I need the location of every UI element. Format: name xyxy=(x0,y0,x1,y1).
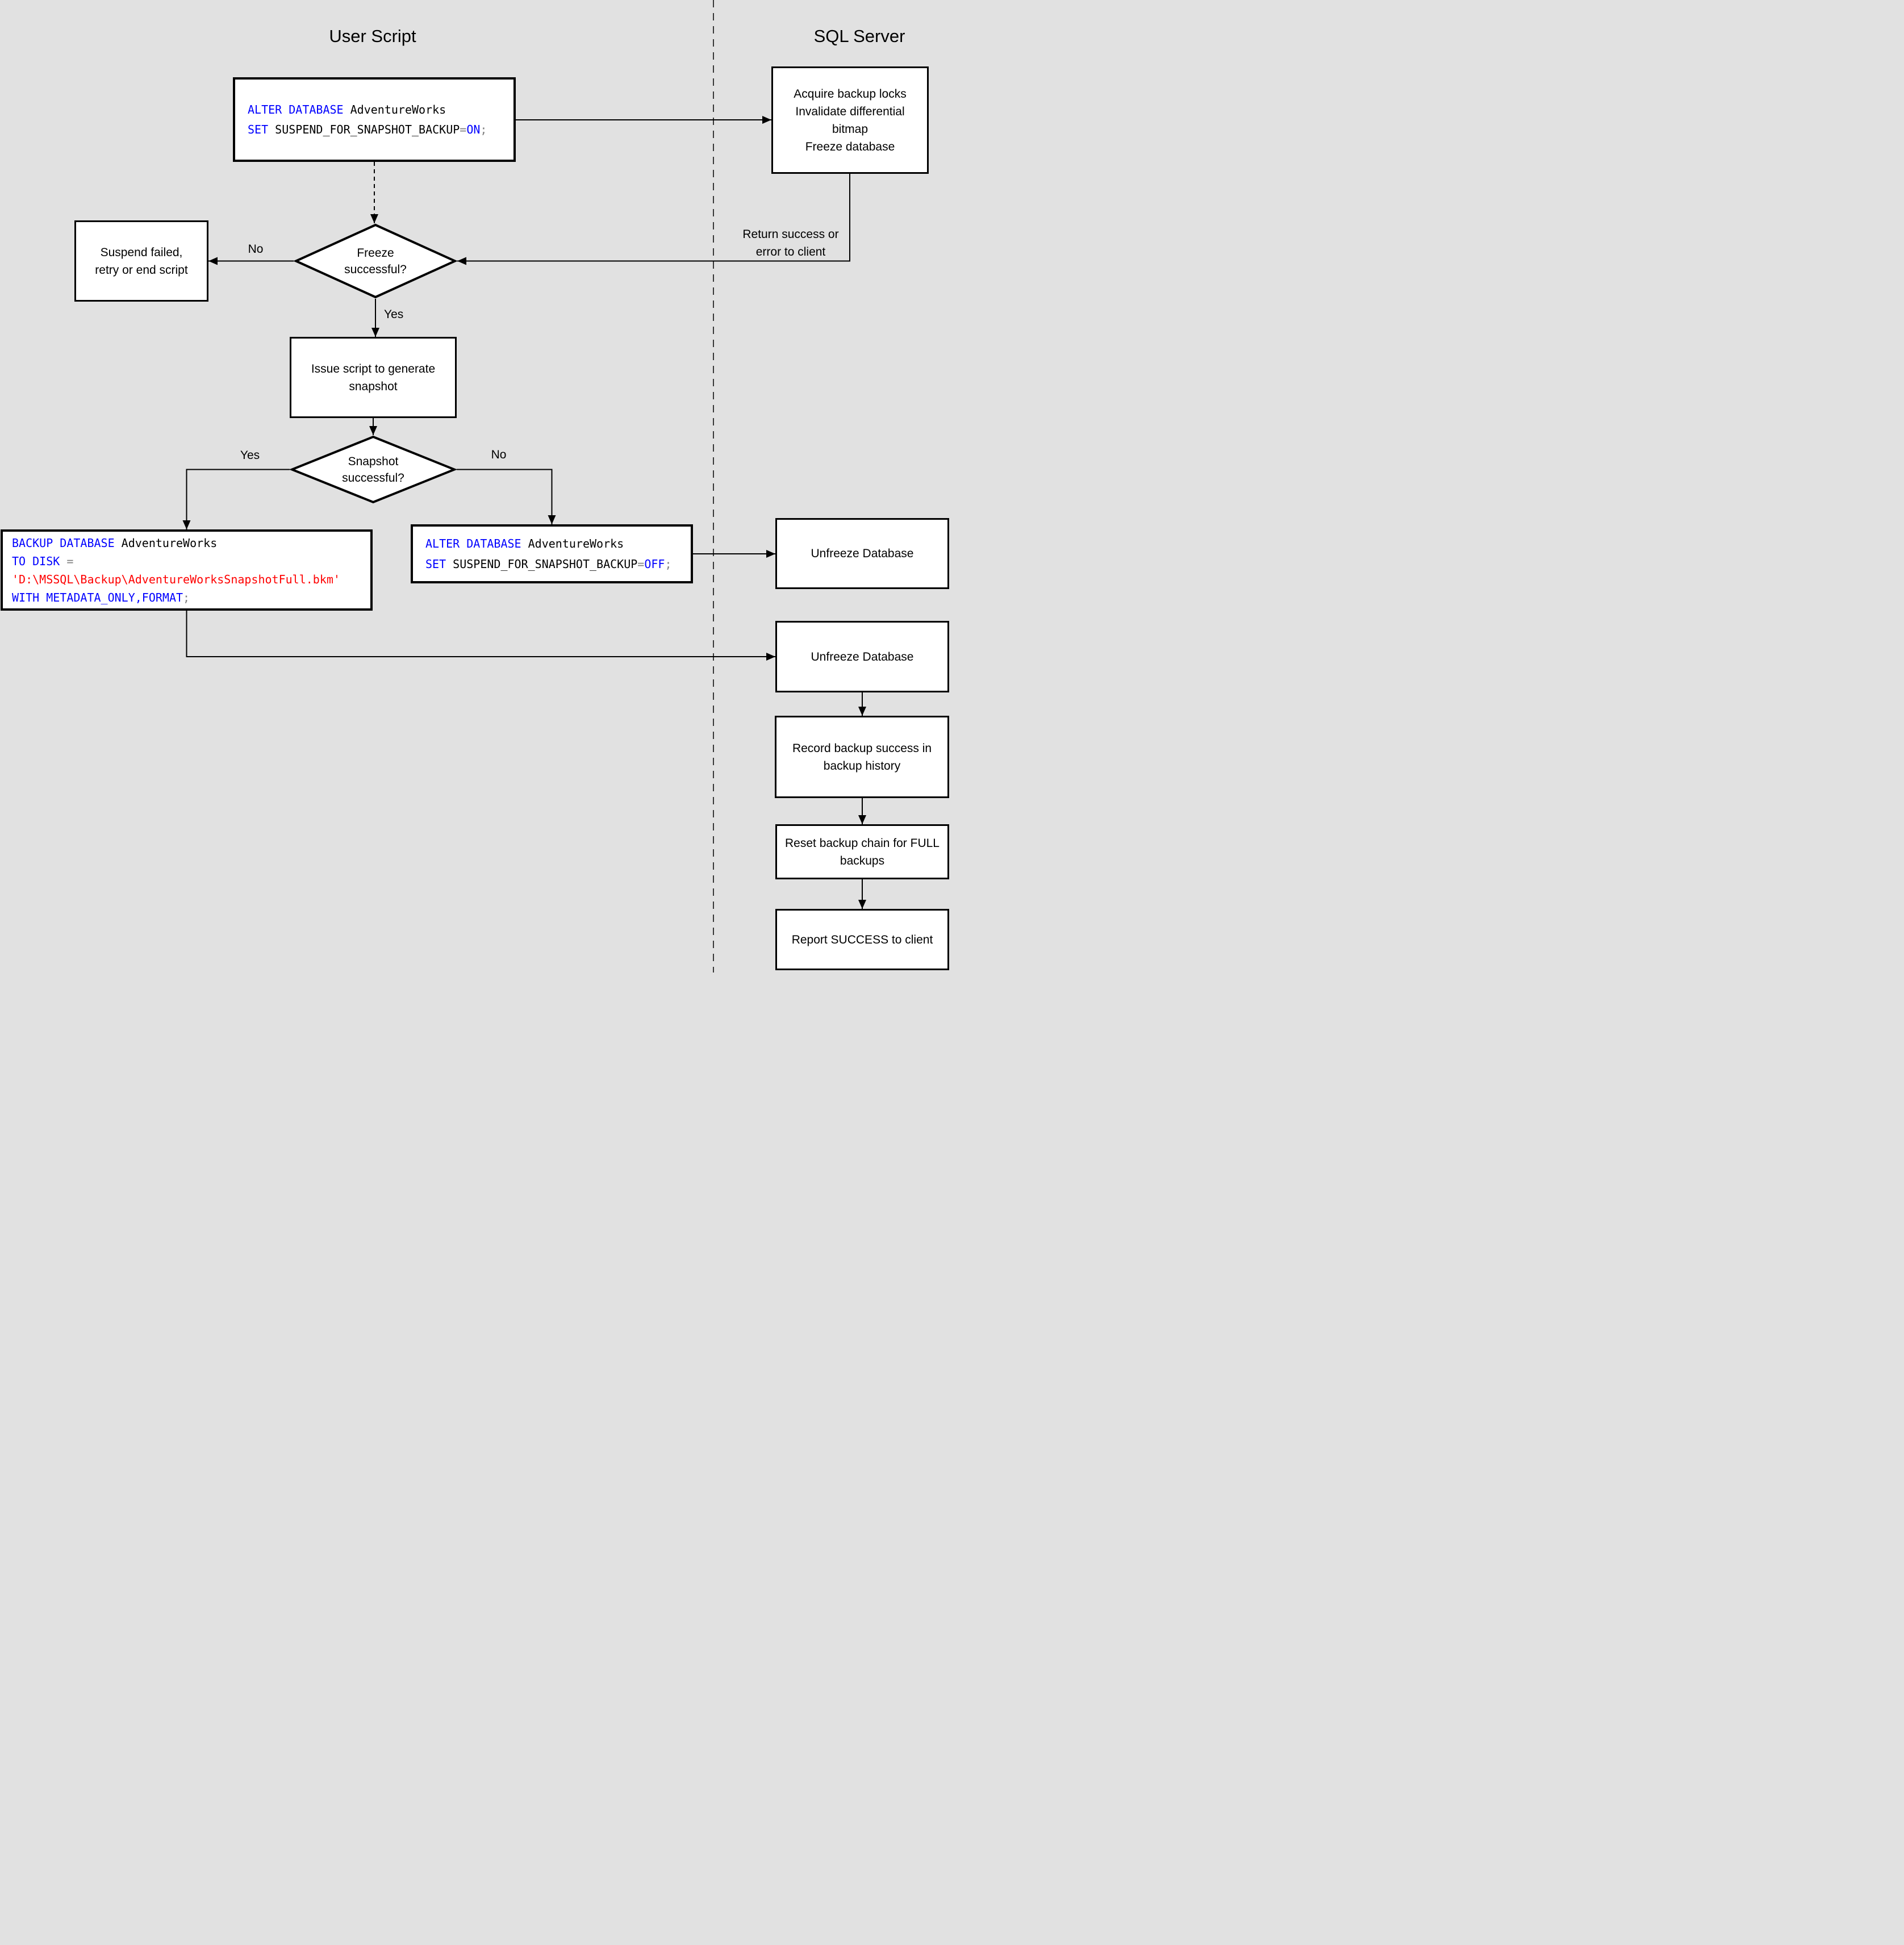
unfreeze-database-box-1: Unfreeze Database xyxy=(775,518,949,589)
decision-text-line: successful? xyxy=(342,471,404,485)
sql-keyword: WITH METADATA_ONLY,FORMAT xyxy=(12,590,183,604)
sql-keyword: ALTER DATABASE xyxy=(248,102,350,116)
sql-identifier: AdventureWorks xyxy=(528,537,624,550)
arrow-snapshot-yes-to-backup xyxy=(182,469,290,529)
sql-identifier: SUSPEND_FOR_SNAPSHOT_BACKUP xyxy=(275,122,460,136)
node-text-line: retry or end script xyxy=(95,263,188,277)
node-text-line: Reset backup chain for FULL xyxy=(785,836,940,850)
diamond-shape xyxy=(290,435,457,504)
node-text-line: Suspend failed, xyxy=(100,245,183,259)
sql-keyword: OFF xyxy=(644,557,665,571)
decision-text-line: Freeze xyxy=(357,246,394,260)
sql-operator: ; xyxy=(480,122,487,136)
flowchart-canvas: User Script SQL Server ALTER DATABASE Ad… xyxy=(0,0,952,972)
node-text-line: bitmap xyxy=(832,122,869,136)
node-text-line: backup history xyxy=(823,759,901,773)
edge-label-snapshot-no: No xyxy=(491,448,507,461)
sql-operator: ; xyxy=(183,590,190,604)
lane-title-sql-server: SQL Server xyxy=(813,26,905,46)
note-line: Return success or xyxy=(742,228,839,241)
node-text-line: Record backup success in xyxy=(792,741,932,755)
edge-label-freeze-no: No xyxy=(248,243,264,256)
sql-operator: ; xyxy=(665,557,672,571)
sql-keyword: SET xyxy=(248,122,275,136)
node-text-line: snapshot xyxy=(349,379,398,393)
connectors-layer xyxy=(182,0,866,972)
sql-keyword: SET xyxy=(425,557,453,571)
sql-operator: = xyxy=(460,122,467,136)
acquire-backup-locks-box: Acquire backup locks Invalidate differen… xyxy=(771,66,929,174)
node-text-line: Unfreeze Database xyxy=(811,547,914,560)
sql-identifier: AdventureWorks xyxy=(350,102,446,116)
lane-title-user-script: User Script xyxy=(329,26,416,46)
note-line: error to client xyxy=(755,245,826,258)
sql-operator: = xyxy=(66,554,74,568)
reset-backup-chain-box: Reset backup chain for FULL backups xyxy=(775,824,949,879)
node-text-line: Issue script to generate xyxy=(311,362,436,375)
node-text-line: Acquire backup locks xyxy=(794,87,907,101)
decision-text-line: Snapshot xyxy=(348,454,399,468)
node-text-line: Freeze database xyxy=(805,140,895,153)
node-text-line: backups xyxy=(840,854,885,867)
suspend-failed-box: Suspend failed, retry or end script xyxy=(74,220,208,302)
record-backup-success-box: Record backup success in backup history xyxy=(775,716,949,798)
decision-text-line: successful? xyxy=(344,262,407,276)
backup-database-code-box: BACKUP DATABASE AdventureWorks TO DISK =… xyxy=(1,529,373,611)
arrow-backup-to-unfreeze2 xyxy=(186,611,775,661)
sql-operator: = xyxy=(637,557,645,571)
node-text-line: Report SUCCESS to client xyxy=(791,933,933,946)
alter-database-off-code-box: ALTER DATABASE AdventureWorks SET SUSPEN… xyxy=(411,524,693,583)
sql-keyword: TO DISK xyxy=(12,554,67,568)
alter-database-on-code-box: ALTER DATABASE AdventureWorks SET SUSPEN… xyxy=(233,77,516,162)
node-text-line: Invalidate differential xyxy=(795,105,905,118)
edge-label-freeze-yes: Yes xyxy=(384,308,404,321)
return-success-note: Return success or error to client xyxy=(738,226,843,261)
edge-label-snapshot-yes: Yes xyxy=(240,449,260,462)
arrow-snapshot-no-to-alter-off xyxy=(457,469,556,524)
node-text-line: Unfreeze Database xyxy=(811,650,914,663)
snapshot-successful-decision: Snapshot successful? xyxy=(290,435,457,504)
issue-script-box: Issue script to generate snapshot xyxy=(290,337,457,418)
sql-identifier: AdventureWorks xyxy=(121,536,218,550)
unfreeze-database-box-2: Unfreeze Database xyxy=(775,621,949,692)
sql-string: 'D:\MSSQL\Backup\AdventureWorksSnapshotF… xyxy=(12,572,340,586)
arrow-acquire-to-freeze-decision xyxy=(457,174,850,265)
diamond-shape xyxy=(294,223,457,299)
sql-keyword: ALTER DATABASE xyxy=(425,537,528,550)
sql-identifier: SUSPEND_FOR_SNAPSHOT_BACKUP xyxy=(453,557,638,571)
freeze-successful-decision: Freeze successful? xyxy=(294,223,457,299)
sql-keyword: BACKUP DATABASE xyxy=(12,536,122,550)
sql-keyword: ON xyxy=(466,122,481,136)
report-success-box: Report SUCCESS to client xyxy=(775,909,949,970)
